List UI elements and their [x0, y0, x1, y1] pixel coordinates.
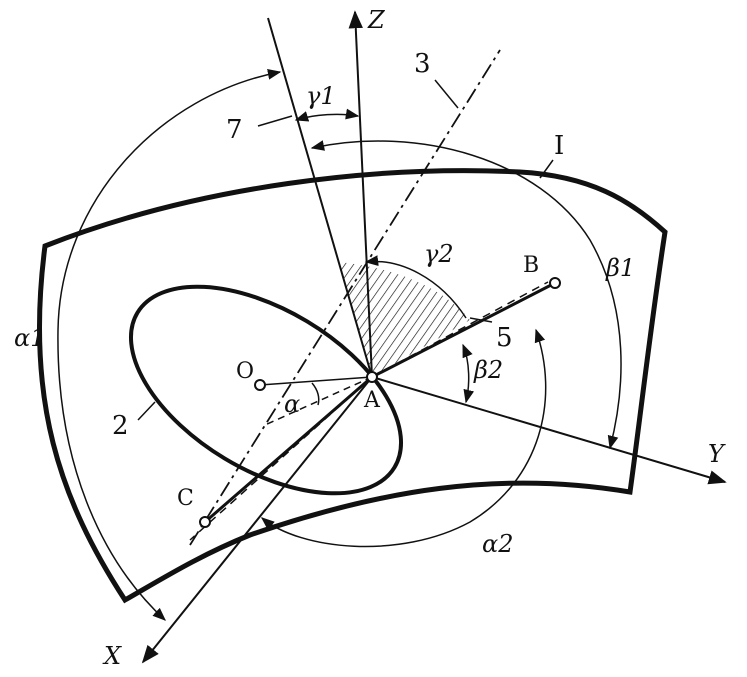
label-point-o: O: [236, 359, 254, 384]
arc-gamma2: [364, 255, 467, 319]
label-line-3: 3: [414, 49, 431, 79]
leader-7: [257, 115, 293, 127]
leader-1: [539, 159, 554, 179]
label-beta1: β1: [605, 254, 635, 282]
arc-alpha: [311, 382, 320, 406]
arc-beta1: [310, 140, 622, 450]
point-b-marker: [549, 277, 561, 289]
label-z-axis: Z: [367, 6, 386, 34]
point-o-marker: [254, 379, 266, 391]
label-ellipse-2: 2: [112, 411, 129, 441]
label-alpha1: α1: [14, 324, 45, 352]
leader-3: [434, 79, 459, 109]
label-point-a: A: [363, 388, 381, 413]
label-beta2: β2: [473, 356, 503, 384]
label-gamma1: γ1: [306, 82, 336, 110]
label-point-c: C: [177, 486, 194, 511]
leader-2: [137, 401, 156, 421]
label-x-axis: X: [102, 642, 122, 670]
label-y-axis: Y: [708, 440, 726, 468]
arc-alpha1: [57, 68, 282, 621]
point-c-marker: [199, 516, 211, 528]
label-surface-1: I: [554, 131, 564, 161]
label-line-7: 7: [226, 115, 243, 145]
label-line-5: 5: [496, 323, 513, 353]
arc-gamma1: [294, 108, 360, 122]
label-alpha: α: [284, 390, 300, 418]
leader-5: [469, 317, 493, 323]
label-point-b: B: [523, 253, 539, 278]
surface-1-outline: [36, 168, 668, 604]
y-axis-line: [371, 376, 727, 485]
point-a-marker: [366, 371, 378, 383]
label-alpha2: α2: [482, 530, 513, 558]
line-7: [267, 17, 373, 378]
arc-beta2: [462, 343, 475, 404]
label-gamma2: γ2: [424, 240, 454, 268]
arc-alpha2: [260, 328, 547, 548]
